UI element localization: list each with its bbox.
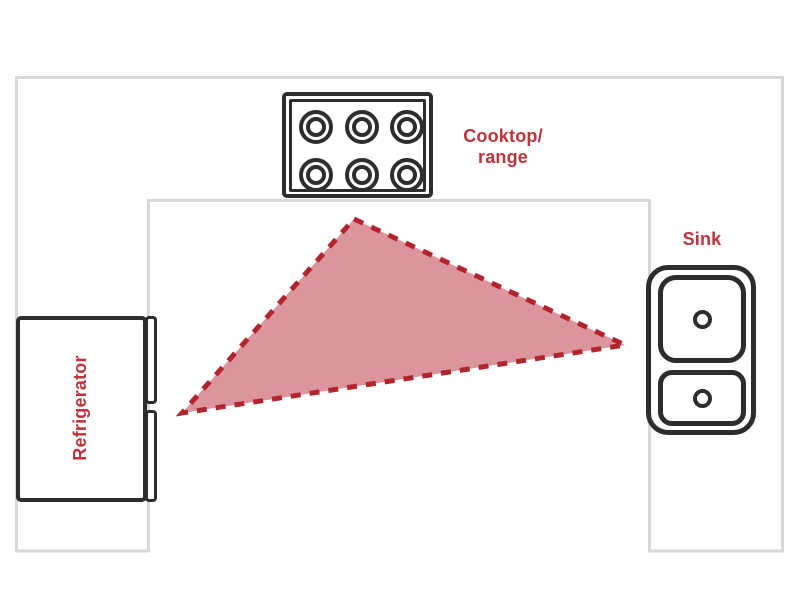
burner-ring [352,165,372,185]
sink-basin-bottom [658,370,746,426]
cooktop-label-line2: range [477,147,529,167]
sink-label: Sink [682,229,722,249]
burner-ring [306,165,326,185]
burner-icon [390,158,424,192]
burner-ring [397,117,417,137]
cooktop-label: Cooktop/ range [433,126,573,168]
cooktop-icon [282,92,433,198]
burner-ring [306,117,326,137]
burner-icon [299,110,333,144]
refrigerator-icon [16,316,147,502]
burner-ring [397,165,417,185]
drain-icon [692,388,712,408]
burner-icon [390,110,424,144]
burner-icon [299,158,333,192]
burner-ring [352,117,372,137]
cooktop-label-line1: Cooktop/ [463,126,543,146]
refrigerator-door-icon [145,316,157,404]
burner-icon [345,110,379,144]
sink-icon [646,265,756,435]
burner-icon [345,158,379,192]
refrigerator-label: Refrigerator [70,355,90,461]
refrigerator-door-icon [145,410,157,502]
sink-basin-top [658,275,746,363]
work-triangle [175,215,634,417]
drain-icon [692,309,712,329]
